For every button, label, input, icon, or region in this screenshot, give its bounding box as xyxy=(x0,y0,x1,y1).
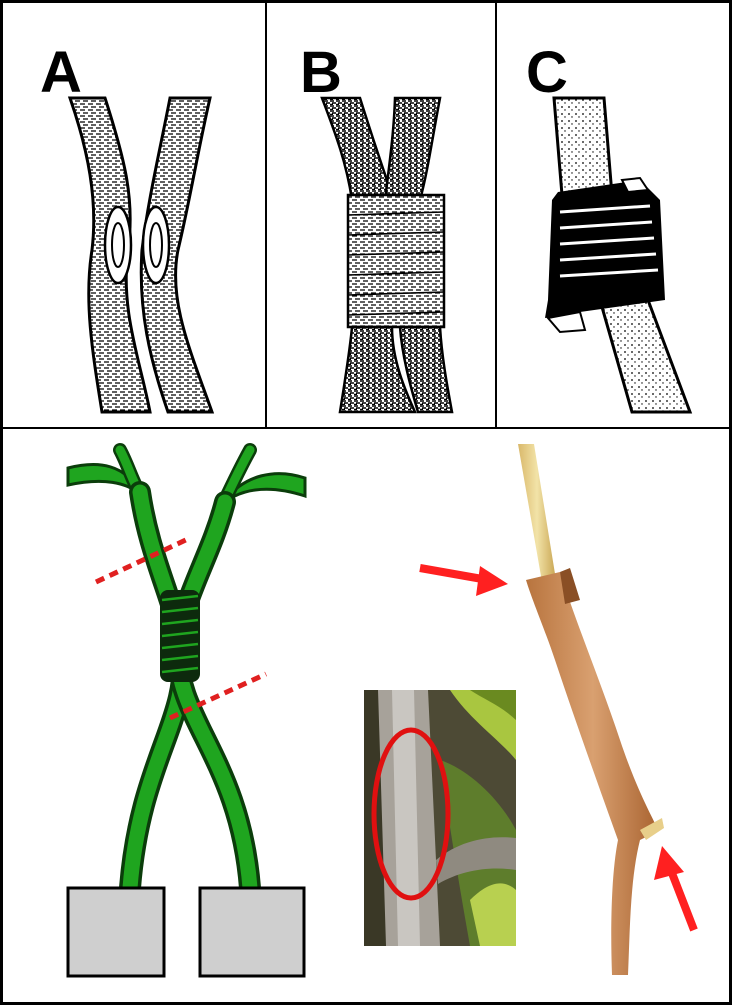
potted-grafting-diagram xyxy=(68,450,305,976)
pot-right xyxy=(200,888,304,976)
twig-upper xyxy=(518,444,556,582)
panel-label-a: A xyxy=(40,40,82,105)
red-arrow-icon xyxy=(654,846,694,930)
panel-label-c: C xyxy=(526,40,568,105)
panel-b: B xyxy=(300,40,452,412)
panel-c: C xyxy=(526,40,690,412)
stem-wrap-binding xyxy=(160,590,200,682)
scion-stem xyxy=(554,98,612,195)
cut-face-left xyxy=(105,207,131,283)
panel-label-b: B xyxy=(300,40,342,105)
rootstock-stem xyxy=(600,300,690,412)
panel-a: A xyxy=(40,40,212,412)
red-arrow-icon xyxy=(420,566,508,596)
stem-upper-right xyxy=(385,98,440,200)
grafting-clip xyxy=(545,180,665,318)
inset-photo xyxy=(364,690,516,946)
twig-lower xyxy=(526,572,660,975)
pot-left xyxy=(68,888,164,976)
stem-upper-left xyxy=(322,98,392,200)
cut-face-right xyxy=(143,207,169,283)
